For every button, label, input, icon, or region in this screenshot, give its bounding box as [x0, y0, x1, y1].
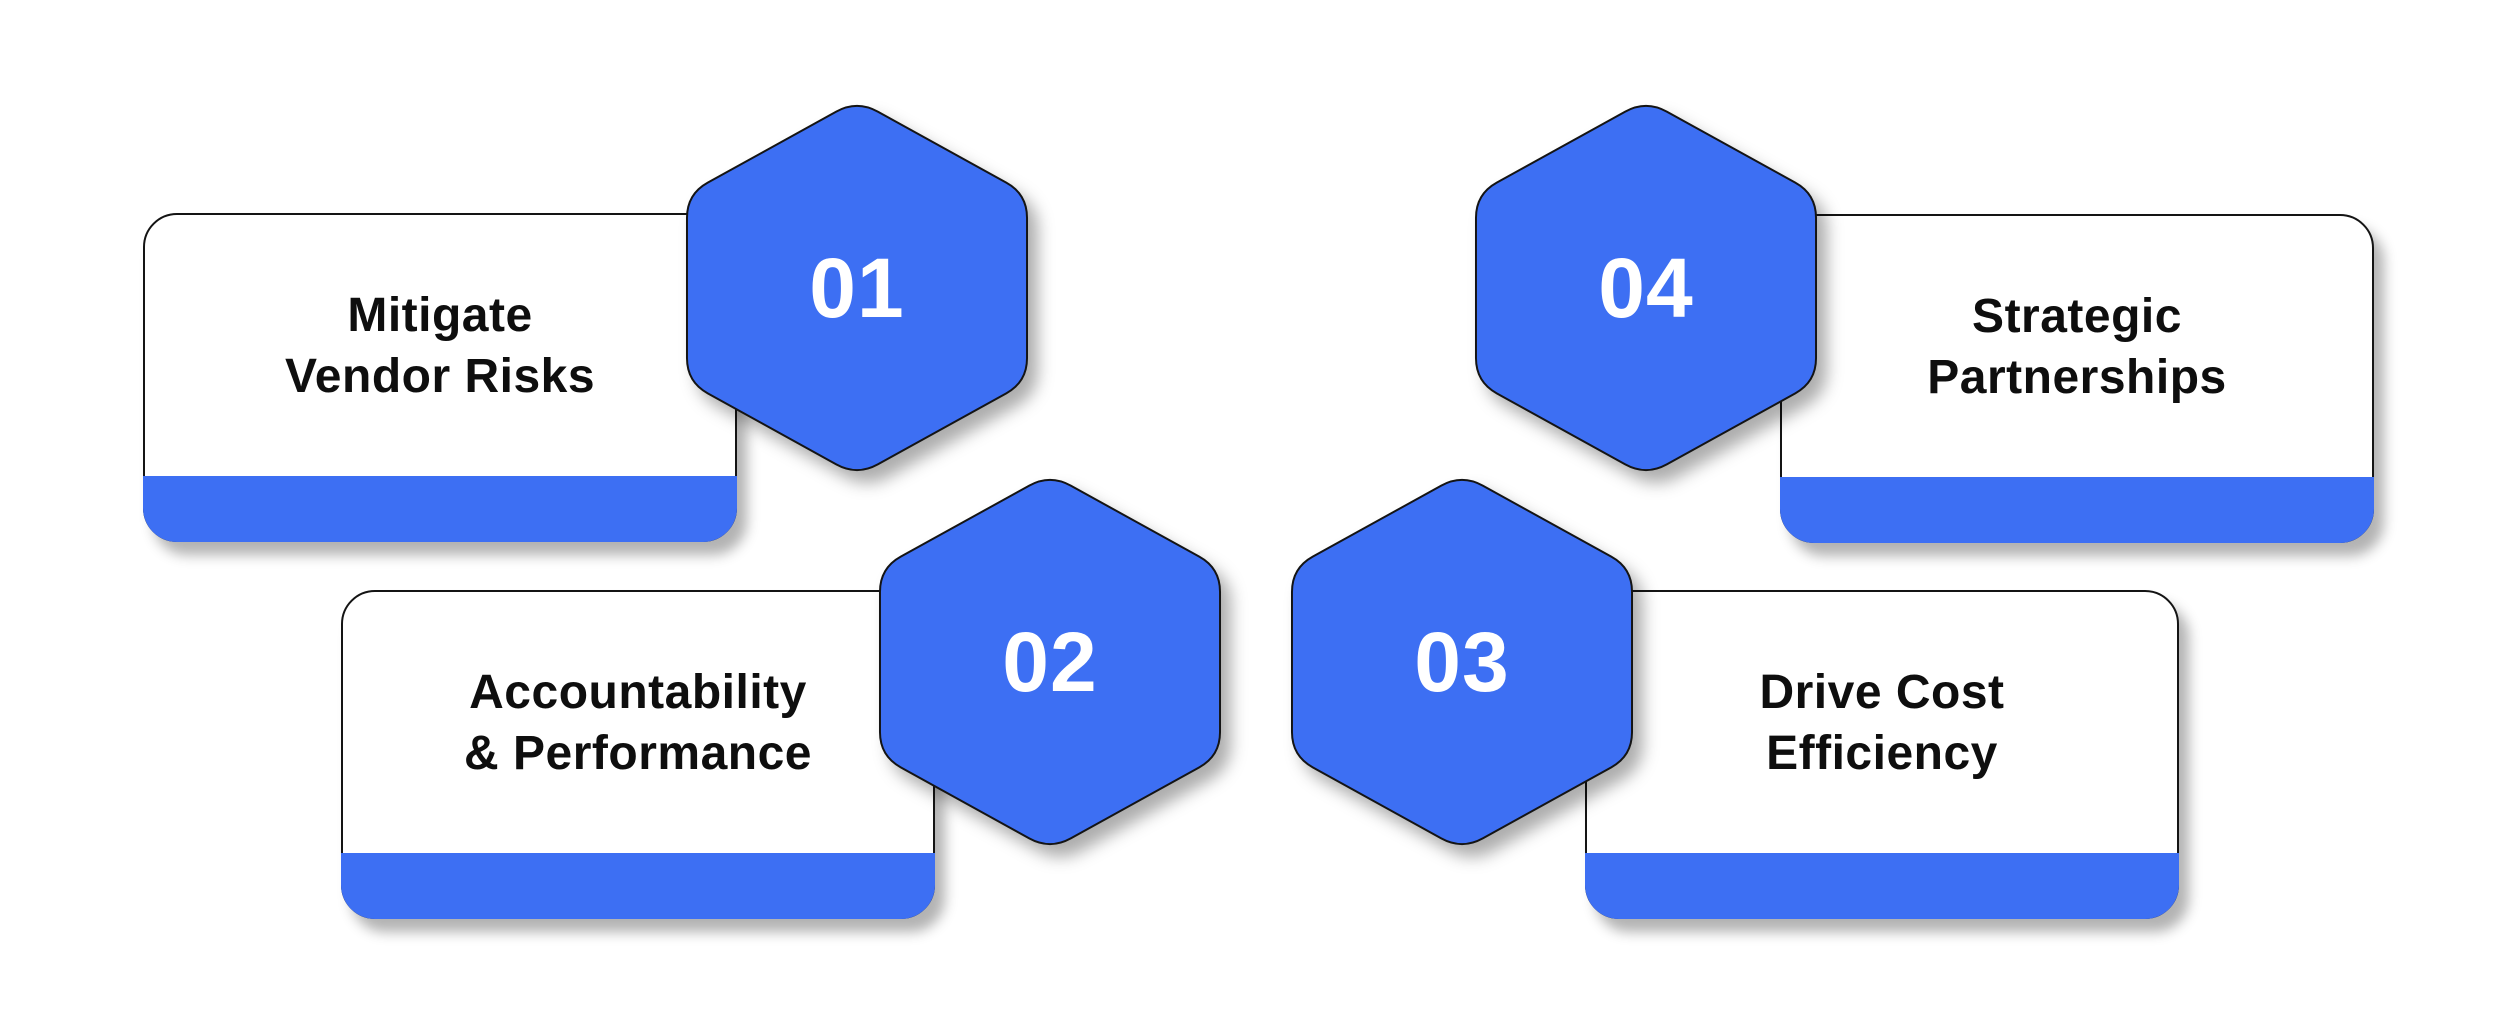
card-label: Mitigate Vendor Risks	[145, 215, 735, 476]
card-label-line: Accountability	[469, 665, 807, 719]
card-accent-bar	[1780, 477, 2374, 543]
card-accountability-performance: Accountability & Performance	[341, 590, 935, 919]
card-label: Strategic Partnerships	[1782, 216, 2372, 477]
hexagon-badge-01: 01	[685, 98, 1029, 478]
card-label-line: Mitigate	[347, 288, 533, 342]
card-accent-bar	[143, 476, 737, 542]
hexagon-number: 03	[1414, 614, 1510, 709]
card-label-line: Efficiency	[1766, 726, 1998, 780]
card-accent-bar	[341, 853, 935, 919]
card-mitigate-vendor-risks: Mitigate Vendor Risks	[143, 213, 737, 542]
hexagon-badge-02: 02	[878, 472, 1222, 852]
card-label-line: & Performance	[464, 726, 812, 780]
card-label-line: Strategic	[1972, 289, 2182, 343]
card-strategic-partnerships: Strategic Partnerships	[1780, 214, 2374, 543]
hexagon-badge-03: 03	[1290, 472, 1634, 852]
card-label-line: Drive Cost	[1759, 665, 2005, 719]
card-label: Drive Cost Efficiency	[1587, 592, 2177, 853]
card-label: Accountability & Performance	[343, 592, 933, 853]
card-label-line: Partnerships	[1927, 350, 2227, 404]
hexagon-number: 02	[1002, 614, 1098, 709]
hexagon-number: 01	[809, 240, 905, 335]
card-label-line: Vendor Risks	[284, 349, 596, 403]
hexagon-badge-04: 04	[1474, 98, 1818, 478]
hexagon-number: 04	[1598, 240, 1694, 335]
card-accent-bar	[1585, 853, 2179, 919]
card-drive-cost-efficiency: Drive Cost Efficiency	[1585, 590, 2179, 919]
